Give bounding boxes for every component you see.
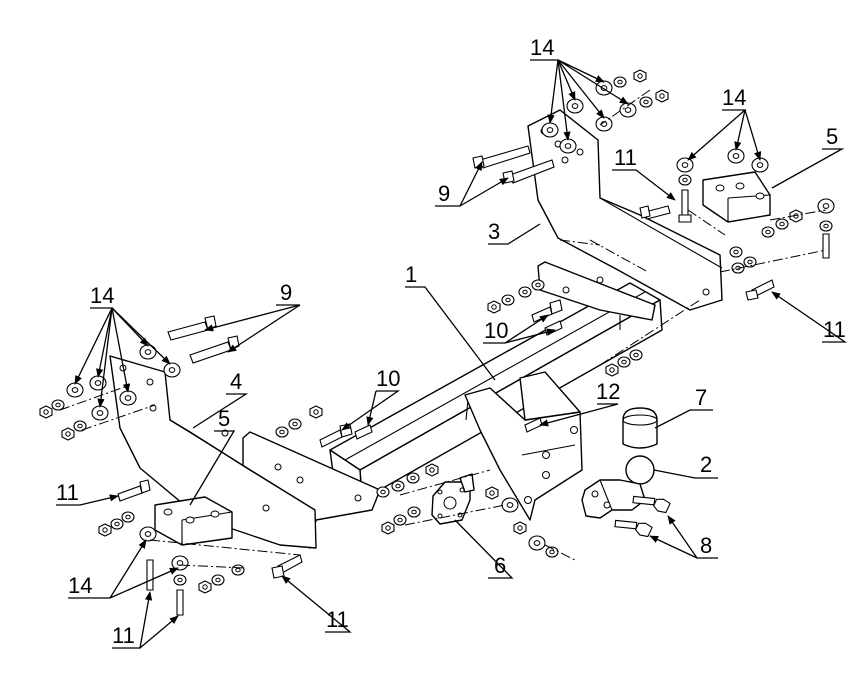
callout-9-left: 9: [280, 280, 292, 305]
callout-5-right: 5: [826, 124, 838, 149]
callout-12: 12: [596, 379, 620, 404]
tow-ball: [581, 455, 655, 519]
ball-mount-bracket: [464, 371, 583, 521]
callout-11-bottom: 11: [112, 623, 135, 648]
callout-5-left: 5: [218, 406, 230, 431]
callout-14-left-bottom: 14: [68, 573, 92, 598]
callout-14-right-second: 14: [722, 85, 746, 110]
left-side-arm: [109, 355, 317, 549]
callout-14-right-top: 14: [530, 35, 554, 60]
callout-6: 6: [494, 553, 506, 578]
callout-7: 7: [695, 385, 707, 410]
callout-labels: 1 2 3 4 5 5 6 7 8 9 9 10 10 11 11 11 11 …: [56, 35, 846, 648]
assembly-lines: [59, 89, 827, 569]
callout-11-right-lower: 11: [823, 317, 846, 342]
callout-8: 8: [700, 533, 712, 558]
callout-11-right-upper: 11: [614, 145, 637, 170]
socket-plate: [431, 473, 475, 525]
callout-9-right: 9: [438, 181, 450, 206]
callout-4: 4: [230, 369, 242, 394]
callout-11-bottom-middle: 11: [326, 607, 349, 632]
callout-10-mid: 10: [484, 318, 508, 343]
left-spacer-block: [154, 496, 233, 546]
ball-bolts: [485, 486, 672, 558]
right-spacer-block: [702, 171, 771, 223]
callout-1: 1: [405, 262, 417, 287]
tow-ball-cover: [622, 407, 658, 449]
leader-lines: [56, 59, 848, 649]
main-crossbeam: [329, 282, 663, 501]
callout-10-top: 10: [376, 366, 400, 391]
callout-14-left-top: 14: [90, 283, 114, 308]
callout-2: 2: [700, 452, 712, 477]
callout-3: 3: [488, 219, 500, 244]
callout-11-left: 11: [56, 480, 79, 505]
